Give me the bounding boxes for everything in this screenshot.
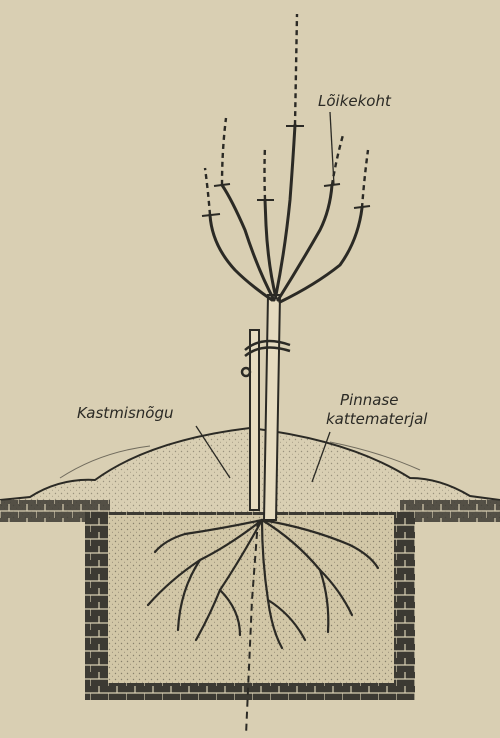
tree-trunk	[264, 295, 280, 520]
label-watering-hollow: Kastmisnõgu	[77, 404, 174, 422]
label-mulch-line2: kattematerjal	[326, 410, 428, 428]
cut-marks	[202, 126, 370, 216]
label-cut-point: Lõikekoht	[318, 92, 392, 110]
branches	[210, 125, 362, 302]
label-mulch-line1: Pinnase	[340, 391, 398, 409]
support-stake	[250, 330, 259, 510]
